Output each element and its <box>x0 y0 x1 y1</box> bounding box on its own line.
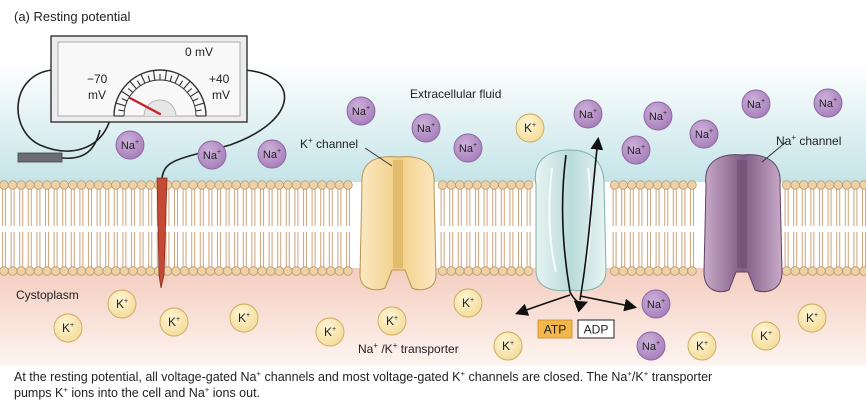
adp-label: ADP <box>584 323 609 337</box>
ions-layer: Na+ Na+ Na+ Na+ Na+ Na+ Na+ Na+ Na+ Na+ Na+ Na+ Na+ N… <box>53 88 843 361</box>
meter-plus-value: +40 <box>209 72 230 86</box>
meter-zero-label: 0 mV <box>185 45 213 59</box>
k-import-arrow <box>561 154 588 313</box>
svg-text:K+: K+ <box>168 315 180 329</box>
k-ion: K+ <box>687 331 717 361</box>
svg-text:Na+: Na+ <box>417 122 435 135</box>
svg-text:K+: K+ <box>324 325 336 339</box>
na-ion: Na+ <box>346 96 376 126</box>
svg-text:Na+: Na+ <box>747 98 765 111</box>
k-ion: K+ <box>53 313 83 343</box>
svg-text:Na+: Na+ <box>352 105 370 118</box>
svg-text:Na+: Na+ <box>695 128 713 141</box>
na-channel-leader <box>761 141 787 163</box>
svg-text:Na+: Na+ <box>647 298 665 311</box>
meter-plus-unit: mV <box>212 88 230 102</box>
k-ion: K+ <box>377 306 407 336</box>
svg-text:Na+: Na+ <box>579 108 597 121</box>
caption-line-2: pumps K+ ions into the cell and Na+ ions… <box>14 384 261 400</box>
panel-title: (a) Resting potential <box>14 9 131 24</box>
adp-box <box>577 319 615 339</box>
cytoplasm-label: Cystoplasm <box>16 288 79 302</box>
na-ion: Na+ <box>197 140 227 170</box>
ground-wire <box>61 129 101 159</box>
svg-text:K+: K+ <box>462 296 474 310</box>
svg-text:K+: K+ <box>696 339 708 353</box>
na-k-transporter-protein <box>534 149 607 292</box>
k-channel-label: K+ channel <box>300 136 358 151</box>
atp-box <box>537 319 573 339</box>
recording-electrode <box>156 177 168 289</box>
na-export-arrow <box>579 136 604 301</box>
meter-minus-unit: mV <box>88 88 106 102</box>
k-ion: K+ <box>229 303 259 333</box>
k-ion: K+ <box>515 113 545 143</box>
na-ion: Na+ <box>636 331 666 361</box>
na-ion: Na+ <box>741 89 771 119</box>
na-ion: Na+ <box>411 113 441 143</box>
na-ion: Na+ <box>641 289 671 319</box>
meter-needle <box>128 96 162 116</box>
svg-text:Na+: Na+ <box>121 139 139 152</box>
na-ion: Na+ <box>257 139 287 169</box>
svg-text:Na+: Na+ <box>642 340 660 353</box>
svg-text:K+: K+ <box>62 321 74 335</box>
caption-line-1: At the resting potential, all voltage-ga… <box>14 368 713 384</box>
svg-text:K+: K+ <box>760 329 772 343</box>
k-ion: K+ <box>453 288 483 318</box>
na-ion: Na+ <box>643 101 673 131</box>
k-ion: K+ <box>107 289 137 319</box>
svg-text:K+: K+ <box>806 311 818 325</box>
transporter-label: Na+ /K+ transporter <box>358 341 459 356</box>
adp-arrow <box>579 295 638 312</box>
atp-label: ATP <box>544 323 566 337</box>
svg-text:Na+: Na+ <box>263 148 281 161</box>
na-ion: Na+ <box>115 130 145 160</box>
svg-text:Na+: Na+ <box>819 97 837 110</box>
k-ion: K+ <box>159 307 189 337</box>
meter-wire-right <box>161 69 286 179</box>
svg-text:K+: K+ <box>524 121 536 135</box>
svg-text:K+: K+ <box>386 314 398 328</box>
na-channel-protein <box>703 154 783 293</box>
k-ion: K+ <box>493 331 523 361</box>
k-channel-leader <box>364 147 393 167</box>
svg-text:K+: K+ <box>238 311 250 325</box>
svg-text:Na+: Na+ <box>649 110 667 123</box>
extracellular-label: Extracellular fluid <box>410 87 501 101</box>
na-ion: Na+ <box>689 119 719 149</box>
na-ion: Na+ <box>573 99 603 129</box>
k-ion: K+ <box>797 303 827 333</box>
svg-text:Na+: Na+ <box>203 149 221 162</box>
na-channel-label: Na+ channel <box>776 133 841 148</box>
k-channel-protein <box>359 156 437 291</box>
svg-text:K+: K+ <box>502 339 514 353</box>
svg-text:K+: K+ <box>116 297 128 311</box>
na-ion: Na+ <box>813 88 843 118</box>
svg-text:Na+: Na+ <box>459 142 477 155</box>
na-ion: Na+ <box>453 133 483 163</box>
lipid-bilayer <box>0 180 866 276</box>
na-ion: Na+ <box>621 135 651 165</box>
svg-text:Na+: Na+ <box>627 144 645 157</box>
figure-caption: At the resting potential, all voltage-ga… <box>14 369 854 401</box>
meter-wire-left <box>17 69 111 152</box>
ground-electrode <box>17 152 63 163</box>
voltmeter: 0 mV −70 mV +40 mV <box>50 35 248 123</box>
meter-minus-value: −70 <box>87 72 108 86</box>
k-ion: K+ <box>751 321 781 351</box>
k-ion: K+ <box>315 317 345 347</box>
atp-arrow <box>514 294 571 316</box>
